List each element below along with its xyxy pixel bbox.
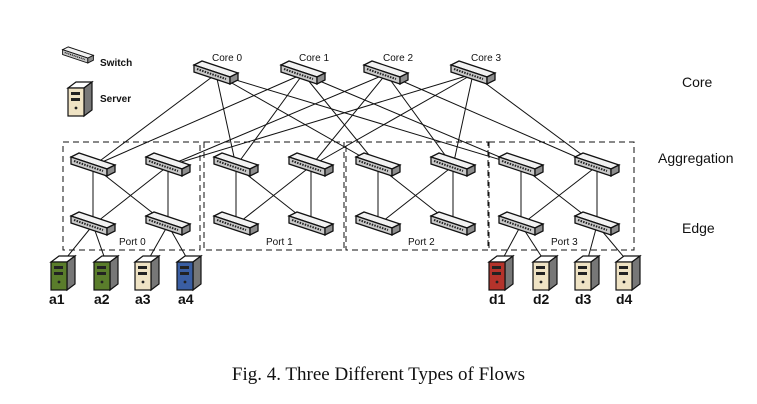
core-agg-link	[215, 73, 237, 167]
core-agg-link	[92, 73, 304, 167]
core-switch-icon-3	[450, 60, 496, 85]
server-icon-d1	[487, 254, 515, 292]
core-label-2: Core 2	[383, 53, 413, 64]
server-label-d4: d4	[616, 291, 633, 307]
tier-label-edge: Edge	[682, 220, 715, 236]
server-icon-d3	[573, 254, 601, 292]
pod-box-3	[488, 141, 635, 251]
pod-label-2: Port 2	[408, 237, 435, 248]
server-icon-a4	[175, 254, 203, 292]
core-agg-link	[472, 73, 598, 167]
core-label-3: Core 3	[471, 53, 501, 64]
core-agg-link	[92, 73, 217, 167]
server-label-a2: a2	[94, 291, 110, 307]
core-agg-link	[302, 73, 379, 167]
pod-box-1	[203, 141, 345, 251]
server-icon-a3	[133, 254, 161, 292]
core-agg-link	[385, 73, 454, 167]
server-label-d1: d1	[489, 291, 506, 307]
server-icon-a1	[49, 254, 77, 292]
server-label-d3: d3	[575, 291, 592, 307]
pod-box-0	[62, 141, 201, 251]
switches	[70, 60, 620, 236]
core-agg-link	[235, 73, 304, 167]
agg-edge-link	[520, 165, 598, 226]
server-label-a4: a4	[178, 291, 194, 307]
tier-label-aggregation: Aggregation	[658, 150, 734, 166]
core-label-0: Core 0	[212, 53, 242, 64]
server-icon-d2	[531, 254, 559, 292]
legend: Switch Server	[61, 46, 132, 118]
pod-label-3: Port 3	[551, 237, 578, 248]
legend-server-icon	[66, 80, 94, 118]
core-agg-link	[452, 73, 474, 167]
pod-label-1: Port 1	[266, 237, 293, 248]
server-label-a3: a3	[135, 291, 151, 307]
agg-edge-link	[377, 165, 454, 226]
core-label-1: Core 1	[299, 53, 329, 64]
pod-label-0: Port 0	[119, 237, 146, 248]
core-agg-link	[167, 73, 387, 167]
figure-caption: Fig. 4. Three Different Types of Flows	[231, 364, 526, 385]
core-switch-icon-0	[193, 60, 239, 85]
servers	[49, 254, 642, 292]
core-agg-link	[215, 73, 379, 167]
server-label-d2: d2	[533, 291, 550, 307]
core-agg-link	[215, 73, 522, 167]
agg-edge-link	[235, 165, 312, 226]
tier-label-core: Core	[682, 74, 713, 90]
server-label-a1: a1	[49, 291, 65, 307]
legend-switch-icon	[61, 46, 95, 64]
pod-box-2	[345, 141, 489, 251]
server-icon-d4	[614, 254, 642, 292]
legend-switch-label: Switch	[100, 58, 132, 69]
server-icon-a2	[92, 254, 120, 292]
pod-boxes	[62, 141, 635, 251]
legend-server-shape	[66, 80, 94, 118]
core-agg-link	[310, 73, 474, 167]
core-agg-link	[310, 73, 387, 167]
legend-server-label: Server	[100, 94, 131, 105]
agg-edge-link	[92, 165, 169, 226]
core-agg-link	[167, 73, 474, 167]
core-agg-link	[302, 73, 522, 167]
